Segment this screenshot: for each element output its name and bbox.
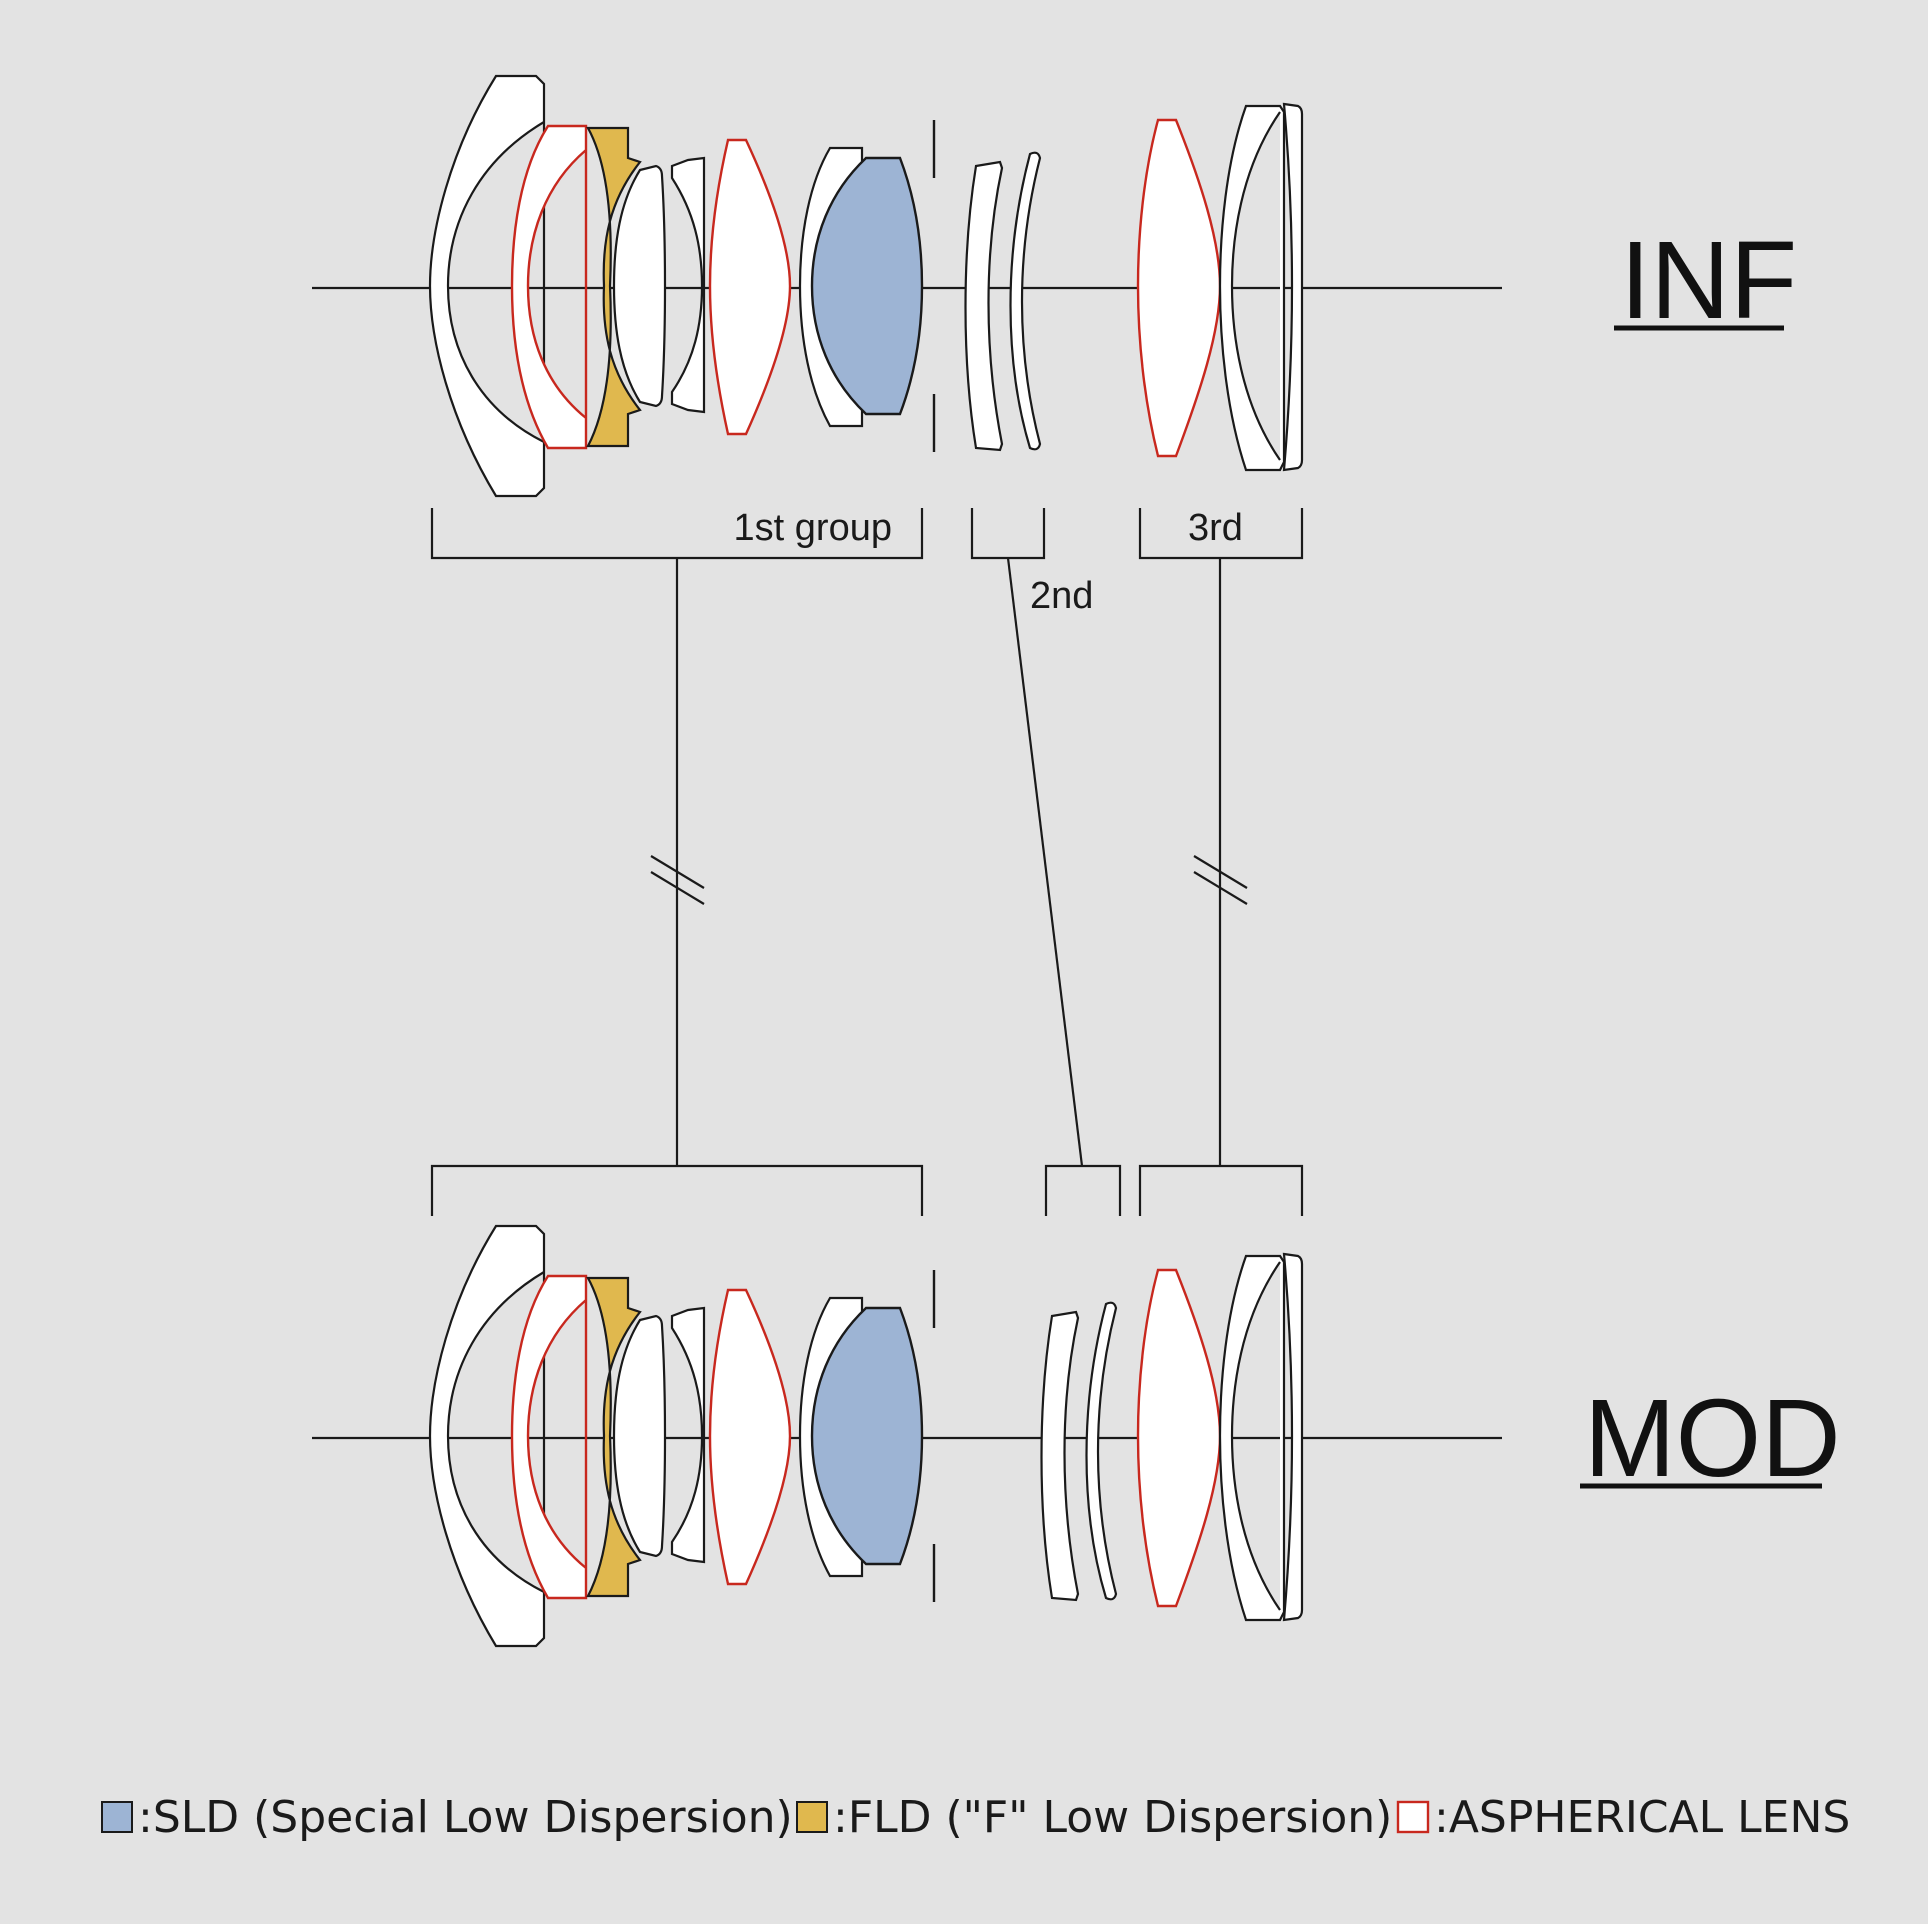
legend-label-sld: :SLD (Special Low Dispersion) <box>138 1792 793 1843</box>
group-label-first: 1st group <box>734 507 892 549</box>
legend: :SLD (Special Low Dispersion) :FLD ("F" … <box>101 1792 1850 1843</box>
group-label-second: 2nd <box>1030 575 1093 617</box>
first-group-lenses-mod <box>428 1224 936 1648</box>
legend-label-aspherical: :ASPHERICAL LENS <box>1434 1792 1850 1843</box>
movement-line-second-group <box>1006 557 1084 1167</box>
state-label-mod: MOD <box>1584 1377 1841 1500</box>
first-group-lenses-inf <box>428 74 936 498</box>
break-mark-third-a <box>1193 855 1248 889</box>
break-mark-first-b <box>650 871 705 905</box>
state-label-inf: INF <box>1620 219 1797 342</box>
break-mark-first-a <box>650 855 705 889</box>
bracket-second-group-mod <box>1044 1164 1122 1216</box>
break-mark-third-b <box>1193 871 1248 905</box>
bracket-third-group-mod <box>1138 1164 1304 1216</box>
bracket-second-group-inf <box>970 508 1046 560</box>
legend-label-fld: :FLD ("F" Low Dispersion) <box>833 1792 1392 1843</box>
second-group-lenses-mod <box>1040 1301 1118 1602</box>
legend-swatch-aspherical <box>1396 1800 1430 1834</box>
group-label-third: 3rd <box>1188 507 1243 549</box>
legend-swatch-fld <box>796 1801 828 1833</box>
bracket-first-group-mod <box>430 1164 924 1216</box>
second-group-lenses-inf <box>964 151 1042 452</box>
legend-swatch-sld <box>101 1801 133 1833</box>
